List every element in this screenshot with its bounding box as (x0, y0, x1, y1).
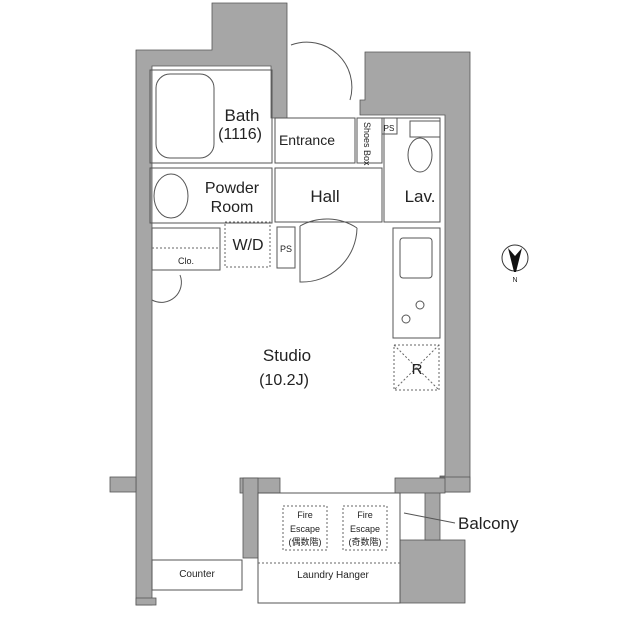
ps-mid-label: PS (280, 244, 292, 254)
north-arrow-icon: N (501, 244, 529, 284)
fire-escape-odd-3: (奇数階) (349, 536, 382, 547)
studio-size: (10.2J) (259, 372, 309, 389)
north-label: N (512, 277, 517, 284)
room-labels: Bath (1116) Entrance Shoes Box PS Powder… (178, 106, 519, 581)
balcony-label: Balcony (458, 514, 519, 533)
lav-label: Lav. (405, 187, 436, 206)
counter-label: Counter (179, 569, 215, 580)
powder-room-label-2: Room (211, 199, 254, 216)
fire-escape-even-3: (偶数階) (289, 536, 322, 547)
hall-label: Hall (310, 187, 339, 206)
closet-label: Clo. (178, 256, 194, 266)
fire-escape-even-2: Escape (290, 524, 320, 534)
interior-lines (149, 41, 456, 604)
powder-room-label-1: Powder (205, 180, 260, 197)
entrance-label: Entrance (279, 132, 335, 148)
laundry-hanger-label: Laundry Hanger (297, 570, 369, 581)
wd-label: W/D (232, 237, 263, 254)
fire-escape-odd-2: Escape (350, 524, 380, 534)
bath-label: Bath (225, 106, 260, 125)
fire-escape-even-1: Fire (297, 510, 313, 520)
walls (109, 2, 471, 606)
refrigerator-label: R (412, 361, 423, 378)
ps-top-label: PS (384, 124, 395, 133)
bath-size: (1116) (218, 126, 262, 143)
shoes-box-label: Shoes Box (362, 122, 372, 166)
studio-label: Studio (263, 346, 311, 365)
fire-escape-odd-1: Fire (357, 510, 373, 520)
